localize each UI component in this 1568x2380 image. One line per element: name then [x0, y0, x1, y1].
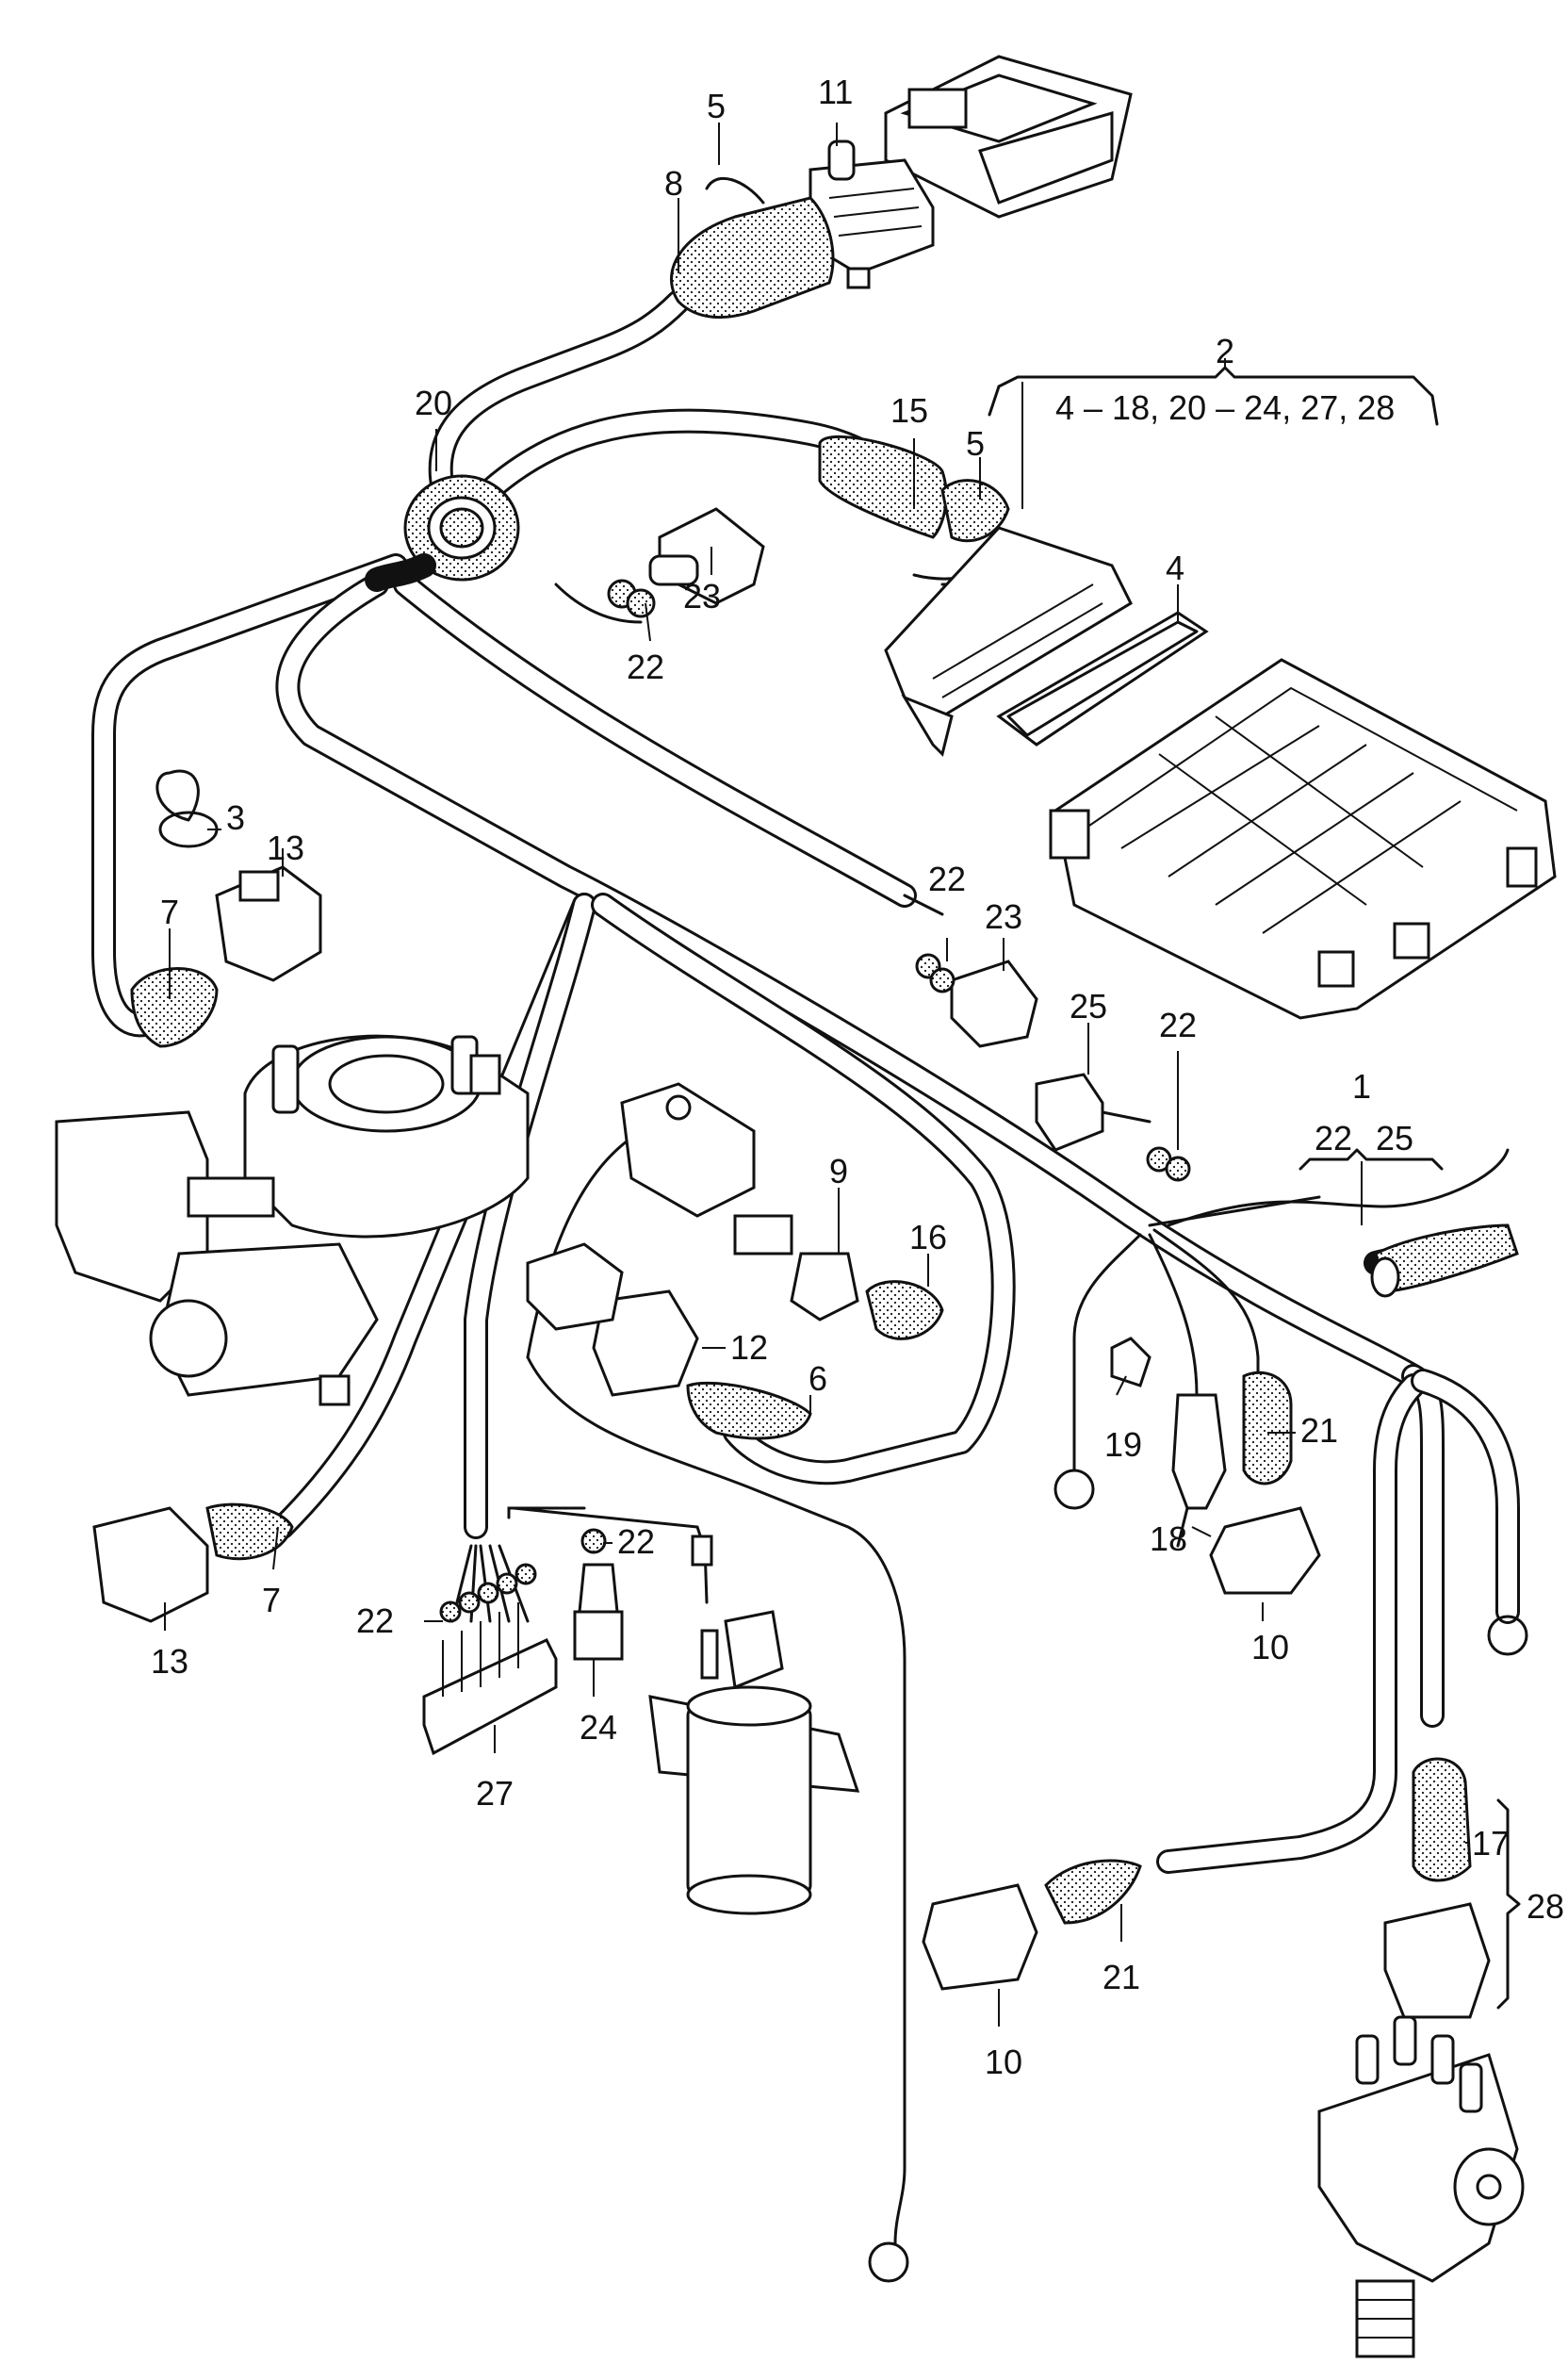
callout-7-lower: 7 — [262, 1581, 281, 1619]
callout-13-lower: 13 — [151, 1642, 188, 1681]
callout-10-mid: 10 — [1251, 1628, 1289, 1666]
ecu-unit — [1049, 658, 1557, 1020]
connector-25 — [1035, 1073, 1152, 1152]
callout-17: 17 — [1472, 1824, 1510, 1863]
connector-mid — [526, 1242, 624, 1331]
callout-2-range: 4 – 18, 20 – 24, 27, 28 — [1055, 388, 1395, 427]
connector-16 — [865, 1280, 944, 1340]
callout-21-mid: 21 — [1300, 1411, 1338, 1450]
callout-21-low: 21 — [1102, 1958, 1140, 1996]
lambda-sensor-1 — [1364, 1223, 1519, 1298]
seal-22-bundle — [439, 1563, 537, 1623]
idle-valve — [620, 1082, 793, 1256]
callout-23-top: 23 — [683, 577, 721, 616]
ground-eyelet-bottom — [868, 2241, 909, 2283]
callout-labels: 5 11 8 2 4 – 18, 20 – 24, 27, 28 20 15 5… — [151, 73, 1564, 2081]
callout-1-22: 22 — [1315, 1119, 1352, 1157]
callout-15: 15 — [890, 391, 928, 430]
callout-4: 4 — [1166, 549, 1184, 587]
sleeve-15 — [818, 435, 948, 539]
ecu-connector — [884, 479, 1133, 757]
seal-22-single — [580, 1528, 607, 1554]
ground-eyelet-left — [1054, 1440, 1095, 1510]
callout-20: 20 — [415, 384, 452, 422]
callout-1: 1 — [1352, 1067, 1371, 1106]
ground-eyelet-right — [1487, 1615, 1528, 1656]
ecu-cover — [884, 55, 1133, 219]
connector-10-mid — [1209, 1506, 1321, 1595]
callout-16: 16 — [909, 1218, 947, 1256]
grommet-20 — [365, 474, 520, 592]
cap-19 — [1110, 1337, 1152, 1387]
callout-1-25: 25 — [1376, 1119, 1413, 1157]
callout-22-right: 22 — [1159, 1006, 1197, 1044]
ignition-coil — [648, 1535, 860, 1915]
connector-10-low — [922, 1883, 1038, 1991]
callout-24: 24 — [580, 1708, 617, 1747]
clip-3 — [155, 769, 219, 848]
boot-17 — [1412, 1757, 1472, 1882]
callout-27: 27 — [476, 1774, 514, 1813]
callout-3: 3 — [226, 798, 245, 837]
callout-25-connector: 25 — [1070, 987, 1107, 1026]
callout-28: 28 — [1527, 1887, 1564, 1926]
sensor-18 — [1171, 1393, 1227, 1548]
connector-11 — [808, 140, 935, 275]
connector-24 — [573, 1563, 624, 1661]
callout-5-top: 5 — [707, 87, 726, 125]
callout-13-upper: 13 — [267, 829, 304, 867]
seal-22-top — [607, 579, 656, 618]
connector-12 — [592, 1289, 699, 1397]
callout-7-upper: 7 — [160, 893, 179, 931]
callout-22-single: 22 — [617, 1522, 655, 1561]
connector-9 — [790, 1252, 859, 1321]
callout-22-bundle: 22 — [356, 1601, 394, 1640]
distributor — [1317, 2015, 1525, 2358]
callout-10-low: 10 — [985, 2043, 1022, 2081]
callout-6: 6 — [808, 1359, 827, 1398]
callout-8: 8 — [664, 164, 683, 203]
throttle-body — [55, 1034, 530, 1406]
callout-2: 2 — [1216, 332, 1234, 370]
leader-lines — [164, 123, 1470, 2027]
callout-9: 9 — [829, 1152, 848, 1190]
boot-6 — [686, 1381, 812, 1440]
boot-21-low — [1044, 1859, 1142, 1925]
bracket-1 — [1298, 1148, 1444, 1225]
connector-23-mid — [950, 960, 1038, 1048]
callout-5-mid: 5 — [966, 424, 985, 463]
connector-13-upper — [215, 865, 322, 982]
callout-22-top: 22 — [627, 648, 664, 686]
seal-22-mid — [915, 953, 956, 993]
boot-21-mid — [1242, 1371, 1293, 1485]
connector-28 — [1383, 1902, 1491, 2019]
callout-22-mid: 22 — [928, 860, 966, 898]
callout-23-mid: 23 — [985, 897, 1022, 936]
callout-12: 12 — [730, 1328, 768, 1367]
ecu-gasket — [996, 611, 1209, 747]
seal-22-right — [1146, 1146, 1191, 1182]
bracket-28 — [1496, 1798, 1521, 2010]
connector-13-lower — [92, 1506, 209, 1623]
callout-11: 11 — [818, 73, 853, 111]
connector-7-lower — [205, 1502, 294, 1561]
connector-8 — [670, 176, 871, 320]
connector-7-upper — [130, 967, 219, 1048]
callout-19: 19 — [1104, 1425, 1142, 1464]
callout-18: 18 — [1150, 1519, 1187, 1558]
